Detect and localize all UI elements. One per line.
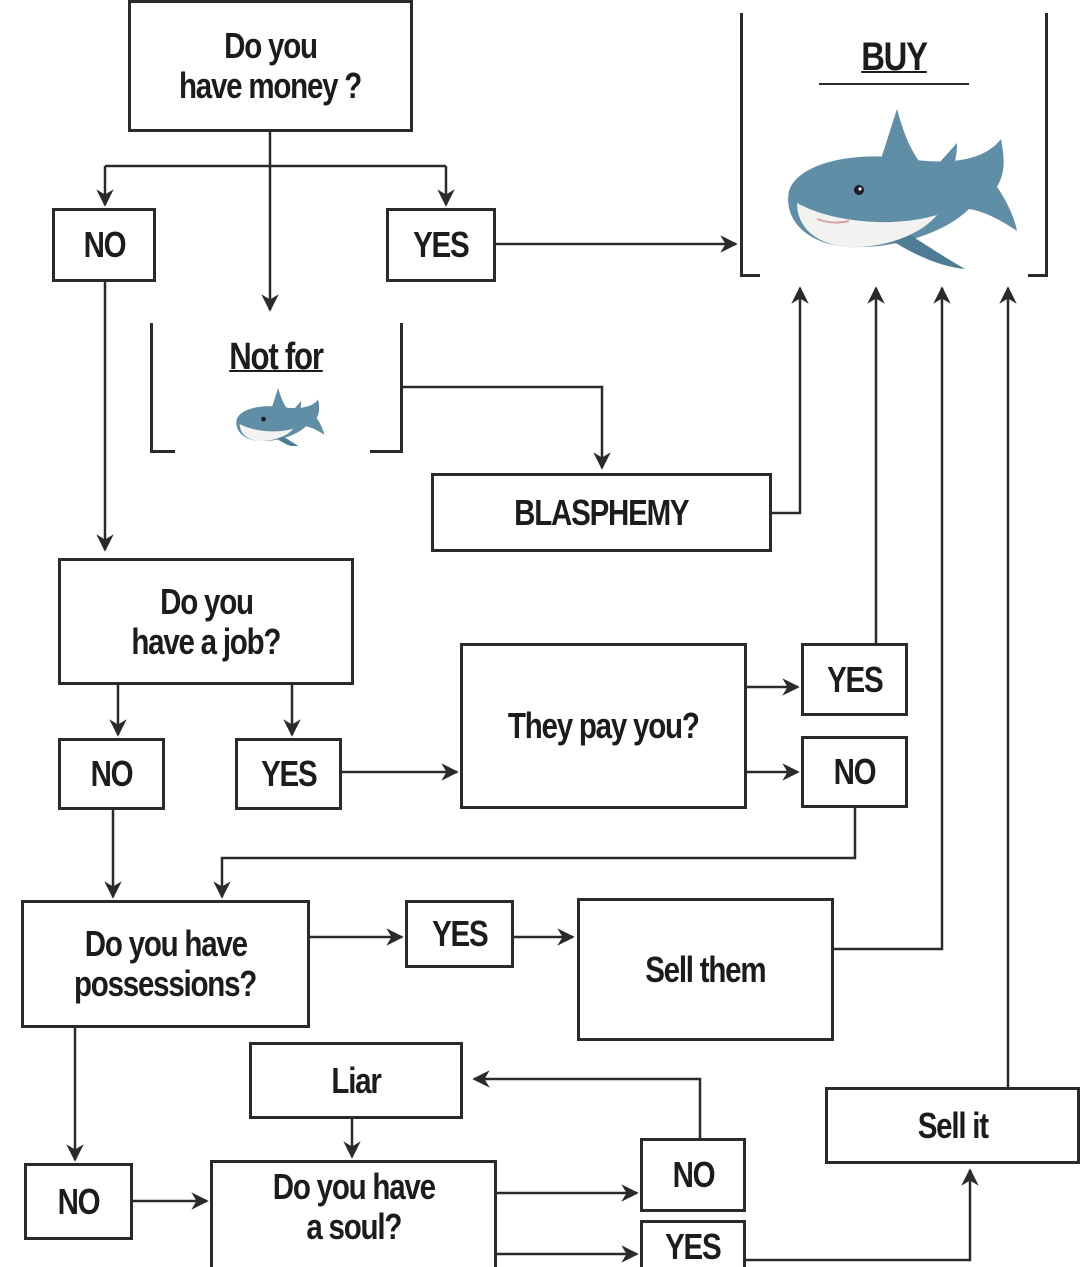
pay-question-box: They pay you?: [460, 643, 747, 809]
yes-label: YES: [431, 913, 489, 955]
no-box-pay: NO: [801, 736, 908, 808]
blasphemy-box: BLASPHEMY: [431, 473, 772, 552]
no-label: NO: [57, 1180, 101, 1222]
yes-label: YES: [665, 1226, 722, 1267]
money-question-box: Do you have money ?: [128, 0, 413, 132]
buy-title-rule: [819, 83, 969, 85]
buy-title: BUY: [861, 35, 928, 79]
yes-box-soul: YES: [640, 1220, 746, 1267]
possessions-question-box: Do you have possessions?: [21, 900, 310, 1028]
job-question-line1: Do you: [159, 580, 254, 622]
no-label: NO: [672, 1154, 715, 1196]
sell-it-box: Sell it: [825, 1087, 1080, 1164]
liar-box: Liar: [249, 1042, 463, 1119]
job-question-line2: have a job?: [131, 620, 282, 662]
soul-question-line1: Do you have: [272, 1166, 435, 1207]
yes-box-money: YES: [386, 208, 496, 282]
plush-shark-icon-small: [235, 387, 324, 450]
no-box-job: NO: [58, 738, 165, 810]
yes-label: YES: [413, 224, 470, 266]
liar-label: Liar: [331, 1059, 381, 1101]
money-question-line2: have money ?: [179, 65, 362, 106]
no-box-possessions: NO: [24, 1163, 133, 1240]
no-label: NO: [83, 224, 126, 266]
yes-box-job: YES: [235, 738, 342, 810]
blasphemy-label: BLASPHEMY: [514, 491, 690, 533]
yes-box-possessions: YES: [405, 900, 514, 968]
sell-them-label: Sell them: [645, 948, 766, 990]
sell-it-label: Sell it: [917, 1104, 988, 1146]
pay-question-label: They pay you?: [508, 705, 700, 747]
possessions-question-line1: Do you have: [84, 923, 247, 965]
sell-them-box: Sell them: [577, 898, 834, 1041]
yes-label: YES: [826, 658, 884, 700]
no-label: NO: [90, 753, 134, 795]
yes-box-pay: YES: [801, 643, 908, 716]
plush-shark-icon: [788, 109, 1017, 269]
not-for-box: Not for: [150, 323, 403, 453]
no-box-money: NO: [52, 208, 156, 282]
not-for-title: Not for: [229, 336, 325, 378]
possessions-question-line2: possessions?: [74, 963, 257, 1004]
money-question-line1: Do you: [224, 25, 318, 67]
soul-question-box: Do you have a soul?: [210, 1160, 497, 1267]
buy-box: BUY: [740, 13, 1048, 277]
soul-question-line2: a soul?: [306, 1205, 402, 1247]
no-label: NO: [833, 751, 877, 793]
job-question-box: Do you have a job?: [58, 558, 354, 685]
yes-label: YES: [260, 753, 318, 795]
no-box-soul: NO: [640, 1138, 746, 1212]
